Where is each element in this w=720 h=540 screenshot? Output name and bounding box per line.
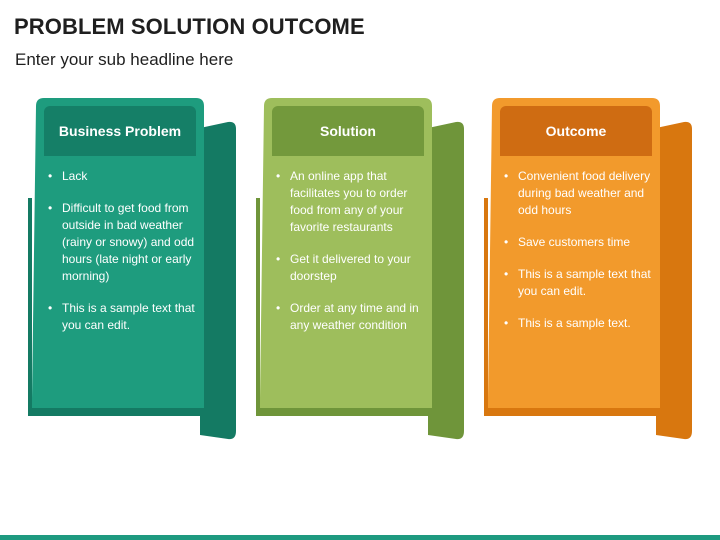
outcome-list: •Convenient food delivery during bad wea… <box>498 168 658 347</box>
list-item: •Order at any time and in any weather co… <box>276 301 419 332</box>
business-problem-card: Business Problem •Lack •Difficult to get… <box>28 98 250 453</box>
page-subtitle: Enter your sub headline here <box>15 50 234 69</box>
card-shape <box>256 98 464 440</box>
bullet-icon: • <box>504 316 509 330</box>
solution-heading: Solution <box>272 106 424 156</box>
bullet-icon: • <box>504 235 509 249</box>
list-item: •Save customers time <box>504 235 631 249</box>
list-item: •This is a sample text that you can edit… <box>48 301 195 332</box>
list-item: •This is a sample text. <box>504 316 631 330</box>
business-problem-list: •Lack •Difficult to get food from outsid… <box>42 168 202 349</box>
outcome-card: Outcome •Convenient food delivery during… <box>484 98 706 453</box>
bullet-icon: • <box>48 169 53 183</box>
bullet-icon: • <box>276 169 281 183</box>
solution-card: Solution •An online app that facilitates… <box>256 98 478 453</box>
business-problem-heading: Business Problem <box>44 106 196 156</box>
bullet-icon: • <box>48 201 53 215</box>
footer-accent-bar <box>0 535 720 540</box>
card-shape <box>484 98 692 440</box>
list-item: •An online app that facilitates you to o… <box>276 169 408 234</box>
bullet-icon: • <box>504 267 509 281</box>
page-title: PROBLEM SOLUTION OUTCOME <box>14 14 365 39</box>
bullet-icon: • <box>504 169 509 183</box>
list-item: •This is a sample text that you can edit… <box>504 267 651 298</box>
outcome-heading: Outcome <box>500 106 652 156</box>
solution-list: •An online app that facilitates you to o… <box>270 168 430 349</box>
list-item: •Convenient food delivery during bad wea… <box>504 169 651 217</box>
list-item: •Get it delivered to your doorstep <box>276 252 411 283</box>
list-item: •Lack <box>48 169 88 183</box>
bullet-icon: • <box>276 252 281 266</box>
bullet-icon: • <box>276 301 281 315</box>
card-shape <box>28 98 236 440</box>
bullet-icon: • <box>48 301 53 315</box>
list-item: •Difficult to get food from outside in b… <box>48 201 195 283</box>
